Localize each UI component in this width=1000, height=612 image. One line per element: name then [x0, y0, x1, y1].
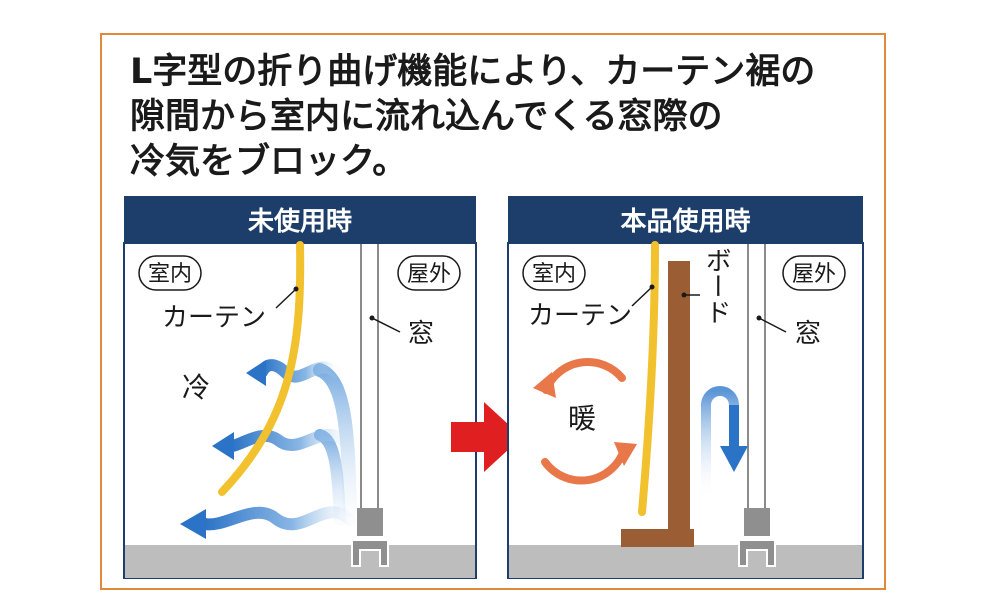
left-indoor-badge — [138, 255, 202, 291]
right-panel: 室内 屋外 カーテン ボード 窓 暖 — [507, 241, 864, 579]
left-indoor-label: 室内 — [148, 262, 192, 287]
right-curtain-leader — [631, 286, 653, 307]
transition-arrow — [451, 402, 522, 472]
warm-circulation — [533, 358, 637, 485]
right-outdoor-badge — [782, 255, 846, 291]
headline-line-1: L字型の折り曲げ機能により、カーテン裾の — [130, 52, 816, 92]
cold-arrow-2 — [212, 429, 351, 460]
headline: L字型の折り曲げ機能により、カーテン裾の 隙間から室内に流れ込んでくる窓際の 冷… — [130, 50, 870, 185]
left-curtain — [218, 241, 305, 496]
left-panel-title: 未使用時 — [124, 196, 476, 243]
board-label: ボード — [701, 247, 731, 325]
board-leader-dot — [681, 292, 687, 298]
left-cold-rising-flow — [313, 363, 357, 517]
left-window-leader — [371, 317, 401, 333]
left-window-sash — [357, 508, 383, 536]
left-floor-step — [355, 562, 413, 578]
right-indoor-label: 室内 — [532, 262, 576, 287]
right-floor — [509, 545, 862, 578]
left-curtain-leader-dot — [293, 286, 299, 292]
cold-arrow-1 — [246, 359, 341, 386]
left-panel: 室内 屋外 カーテン 窓 冷 — [123, 241, 477, 579]
right-window-leader — [758, 317, 787, 333]
right-window-sash — [744, 508, 770, 536]
right-indoor-badge — [522, 255, 586, 291]
left-window-leader-dot — [369, 315, 375, 321]
cold-down-arrow — [701, 386, 748, 500]
right-floor-step — [740, 562, 798, 578]
left-outdoor-label: 屋外 — [407, 262, 451, 287]
right-window-leader-dot — [756, 315, 762, 321]
board — [621, 261, 694, 547]
left-window-label: 窓 — [408, 319, 434, 349]
right-outdoor-label: 屋外 — [792, 262, 836, 287]
right-window-track — [738, 539, 776, 567]
cold-arrow-3 — [180, 506, 356, 539]
headline-line-2: 隙間から室内に流れ込んでくる窓際の — [130, 97, 723, 137]
left-curtain-leader — [275, 288, 297, 309]
left-outdoor-badge — [397, 255, 461, 291]
right-curtain — [638, 241, 659, 516]
right-panel-title: 本品使用時 — [508, 196, 863, 243]
warm-arrowhead-top — [533, 372, 556, 398]
left-floor — [125, 545, 475, 578]
left-window-track — [351, 539, 389, 567]
right-window-label: 窓 — [795, 319, 821, 349]
warm-label: 暖 — [568, 402, 596, 435]
left-cold-label: 冷 — [182, 371, 210, 404]
left-curtain-label: カーテン — [162, 303, 266, 333]
warm-arrowhead-bottom — [614, 442, 637, 466]
headline-line-3: 冷気をブロック。 — [130, 142, 408, 182]
right-curtain-leader-dot — [649, 284, 655, 290]
right-curtain-label: カーテン — [528, 301, 632, 331]
